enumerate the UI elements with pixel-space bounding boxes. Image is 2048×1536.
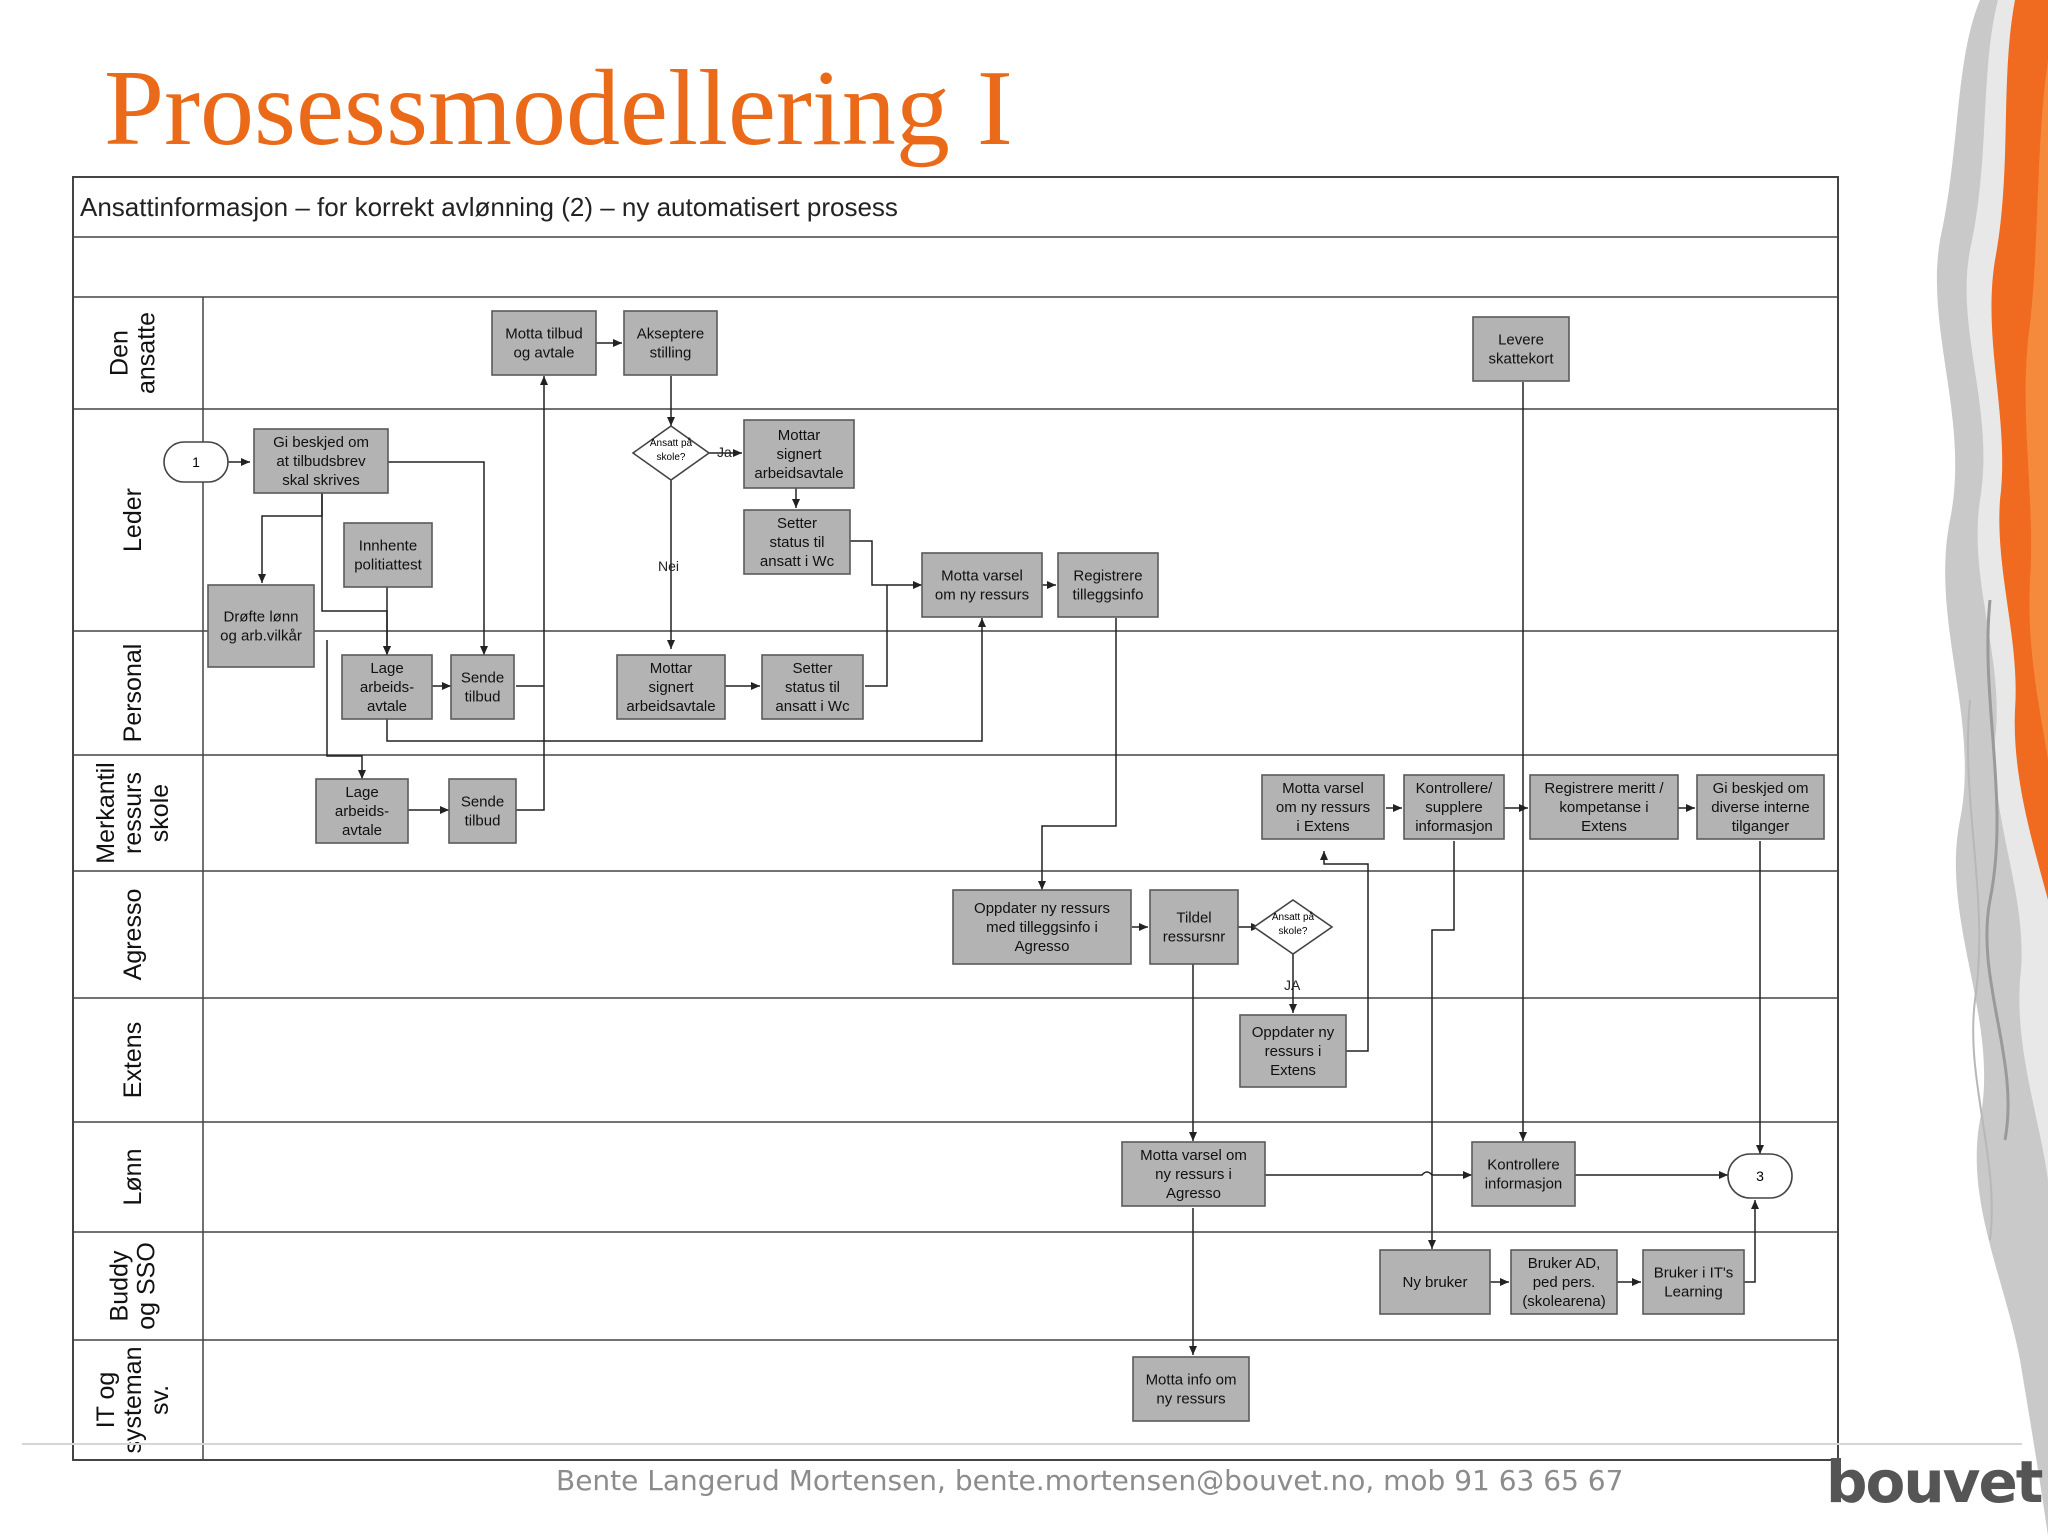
diagram-title: Ansattinformasjon – for korrekt avlønnin… xyxy=(80,192,898,222)
swimlane-agresso: Agresso xyxy=(73,889,1838,999)
lane-label: Lønn xyxy=(119,1149,147,1206)
swimlane-merkantil: Merkantilressursskole xyxy=(73,762,1838,872)
footer-divider xyxy=(22,1443,2022,1445)
svg-text:Bruker AD,ped pers.(skolearena: Bruker AD,ped pers.(skolearena) xyxy=(1522,1255,1605,1310)
swimlane-buddy: Buddyog SSO xyxy=(73,1242,1838,1341)
task-bruker-ad: Bruker AD,ped pers.(skolearena) xyxy=(1510,1249,1618,1315)
swimlane-it: IT ogsystemansv. xyxy=(73,1347,1838,1461)
decision-diamond: Ansatt på skole? xyxy=(1252,899,1334,955)
svg-text:3: 3 xyxy=(1756,1168,1764,1184)
process-diagram: Ansattinformasjon – for korrekt avlønnin… xyxy=(72,176,1839,1461)
footer-text: Bente Langerud Mortensen, bente.mortense… xyxy=(556,1464,1624,1497)
lane-label: Agresso xyxy=(119,889,147,981)
swimlane-leder: Leder xyxy=(73,488,1838,632)
swimlane-ansatte: Denansatte xyxy=(73,312,1838,410)
edge-label-ja: Ja xyxy=(717,444,732,460)
lane-label: Denansatte xyxy=(106,312,161,394)
swimlane-personal: Personal xyxy=(73,644,1838,756)
swimlane-lonn: Lønn xyxy=(73,1149,1838,1233)
svg-text:Ansatt på: Ansatt på xyxy=(650,437,693,449)
svg-text:skole?: skole? xyxy=(657,452,686,463)
swimlane-extens: Extens xyxy=(73,1022,1838,1123)
lane-label: Personal xyxy=(119,644,147,743)
edge-label-nei: Nei xyxy=(658,558,679,574)
svg-text:skole?: skole? xyxy=(1279,926,1308,937)
lane-label: Buddyog SSO xyxy=(106,1242,161,1330)
slide-title: Prosessmodellering I xyxy=(104,49,1013,168)
lane-label: Extens xyxy=(119,1022,147,1098)
end-connector: 3 xyxy=(1727,1153,1793,1199)
svg-text:Ansatt på: Ansatt på xyxy=(1272,911,1315,923)
svg-text:1: 1 xyxy=(192,454,200,470)
edge-label-ja: JA xyxy=(1284,977,1301,993)
decision-diamond: Ansatt på skole? xyxy=(631,425,711,481)
lane-label: Leder xyxy=(119,488,147,552)
decorative-flame-graphic xyxy=(1936,0,2048,1536)
svg-text:Ny bruker: Ny bruker xyxy=(1402,1274,1467,1291)
bouvet-logo: bouvet xyxy=(1826,1448,2044,1516)
lane-label: IT ogsystemansv. xyxy=(92,1347,174,1454)
start-connector: 1 xyxy=(163,441,229,483)
task-ny-bruker: Ny bruker xyxy=(1379,1249,1491,1315)
lane-label: Merkantilressursskole xyxy=(92,762,174,863)
